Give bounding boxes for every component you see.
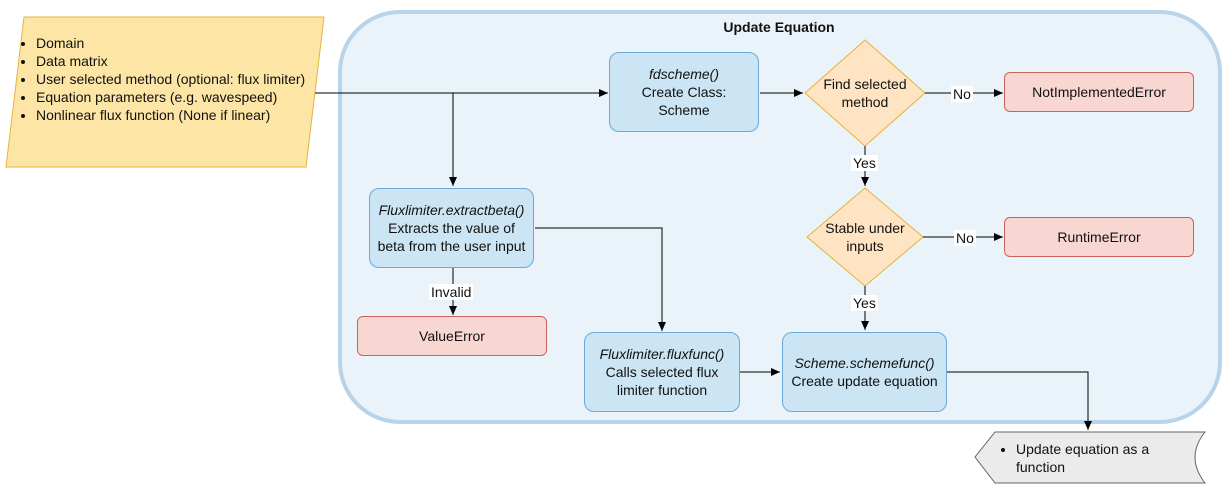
value-error-node[interactable]: ValueError [357,316,547,356]
input-item: Equation parameters (e.g. wavespeed) [36,88,305,106]
input-parallelogram [5,16,325,168]
output-box: Update equation as a function [994,440,1184,476]
not-implemented-error-label: NotImplementedError [1032,84,1166,100]
schemefunc-node[interactable]: Scheme.schemefunc() Create update equati… [782,332,947,412]
edge-extractbeta-to-fluxfunc [535,227,666,331]
input-item: Domain [36,34,305,52]
fdscheme-line2: Scheme [658,102,710,118]
runtime-error-node[interactable]: RuntimeError [1004,217,1194,257]
find-method-text: Find selected method [810,73,920,113]
fluxfunc-title: Fluxlimiter.fluxfunc() [599,346,725,362]
fluxfunc-node[interactable]: Fluxlimiter.fluxfunc() Calls selected fl… [584,332,740,412]
value-error-label: ValueError [419,328,485,344]
input-item: Nonlinear flux function (None if linear) [36,106,305,124]
stable-line1: Stable under [825,220,905,236]
edge-label-no: No [954,230,976,246]
group-title: Update Equation [723,19,835,35]
extractbeta-line1: Extracts the value of [388,220,515,236]
extractbeta-title: Fluxlimiter.extractbeta() [378,202,525,218]
input-box: Domain Data matrix User selected method … [14,34,314,154]
find-method-line2: method [841,94,889,110]
extractbeta-line2: beta from the user input [377,238,526,254]
input-item: User selected method (optional: flux lim… [36,70,305,88]
edge-label-invalid: Invalid [429,284,474,300]
fdscheme-node[interactable]: fdscheme() Create Class: Scheme [609,52,759,132]
edge-label-no: No [951,86,973,102]
not-implemented-error-node[interactable]: NotImplementedError [1004,72,1194,112]
edge-label-yes: Yes [851,155,878,171]
edge-schemefunc-to-output [946,371,1092,430]
runtime-error-label: RuntimeError [1057,229,1141,245]
output-display-shape [974,431,1207,484]
fluxfunc-line2: limiter function [616,382,708,398]
input-list: Domain Data matrix User selected method … [14,34,305,124]
fluxfunc-line1: Calls selected flux [605,364,719,380]
stable-line2: inputs [846,238,884,254]
output-item: Update equation as a function [1016,440,1184,476]
stable-text: Stable under inputs [810,217,920,257]
find-method-line1: Find selected [823,76,907,92]
edge-label-yes: Yes [851,295,878,311]
output-list: Update equation as a function [994,440,1184,476]
input-item: Data matrix [36,52,305,70]
fdscheme-title: fdscheme() [648,66,720,82]
schemefunc-title: Scheme.schemefunc() [794,355,935,371]
update-equation-group [338,10,1222,424]
schemefunc-line1: Create update equation [791,373,938,389]
extractbeta-node[interactable]: Fluxlimiter.extractbeta() Extracts the v… [369,188,534,268]
fdscheme-line1: Create Class: [641,84,727,100]
